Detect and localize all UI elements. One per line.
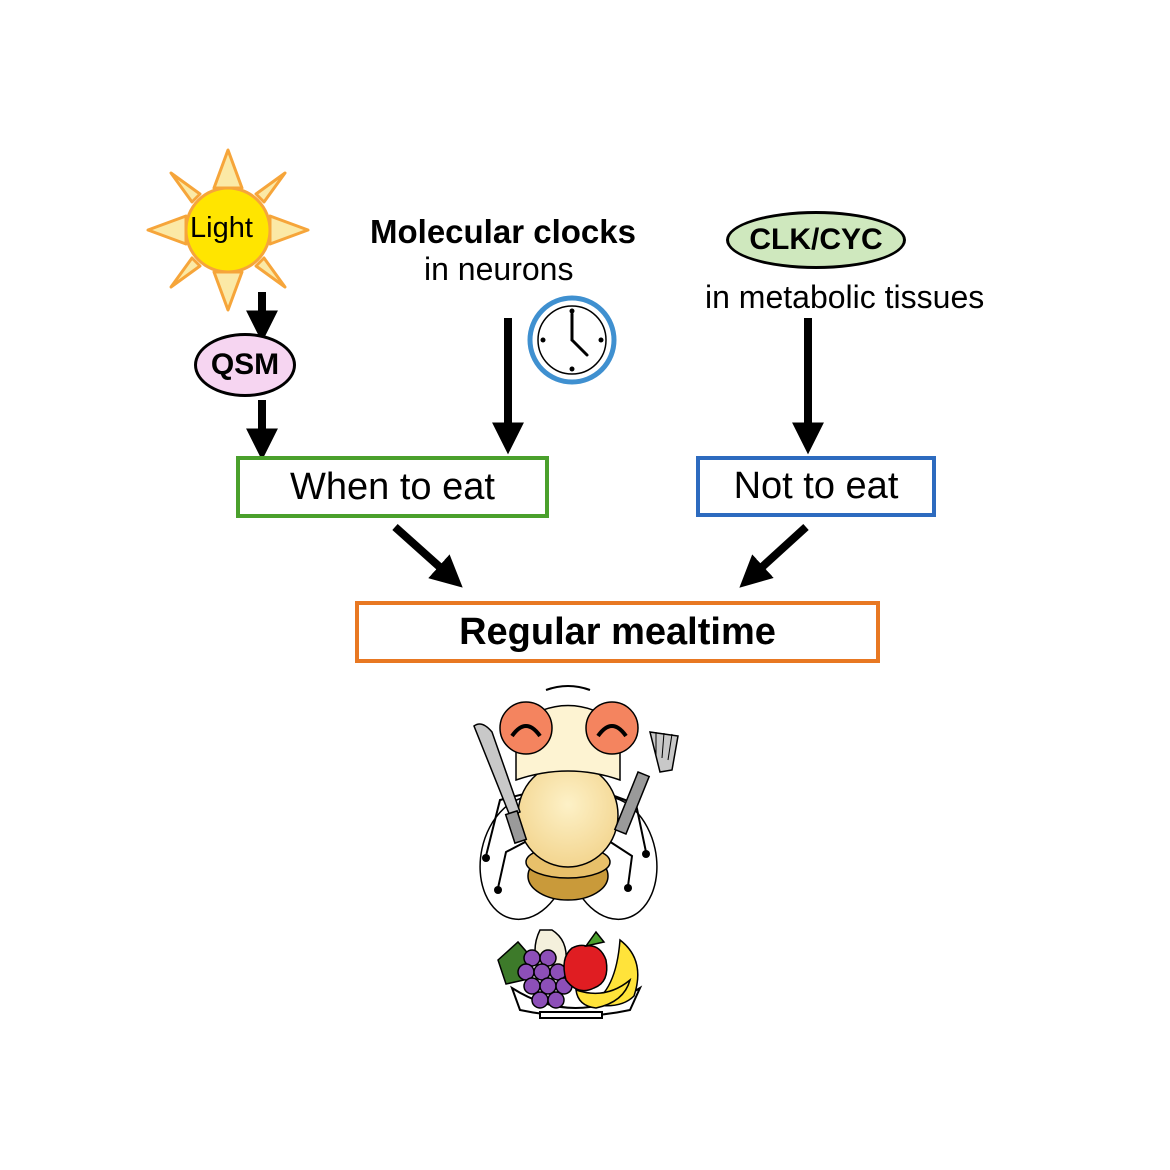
arrow-when-regular bbox=[392, 524, 463, 588]
fork-icon bbox=[613, 731, 679, 835]
clock-icon bbox=[527, 295, 617, 385]
sun-icon bbox=[146, 148, 310, 312]
not-to-eat-box: Not to eat bbox=[696, 456, 936, 517]
arrow-not-regular bbox=[739, 524, 809, 588]
regular-mealtime-box: Regular mealtime bbox=[355, 601, 880, 663]
when-to-eat-box: When to eat bbox=[236, 456, 549, 518]
clock-subtitle: in neurons bbox=[424, 251, 574, 287]
fruit-bowl-icon bbox=[497, 929, 643, 1019]
clkcyc-oval: CLK/CYC bbox=[726, 211, 906, 269]
light-label: Light bbox=[190, 212, 253, 244]
fly-icon bbox=[473, 685, 679, 921]
arrows bbox=[246, 292, 824, 588]
clkcyc-subtitle: in metabolic tissues bbox=[705, 279, 985, 315]
qsm-oval: QSM bbox=[194, 333, 296, 397]
clock-title: Molecular clocks bbox=[370, 213, 636, 250]
knife-icon bbox=[473, 723, 528, 845]
